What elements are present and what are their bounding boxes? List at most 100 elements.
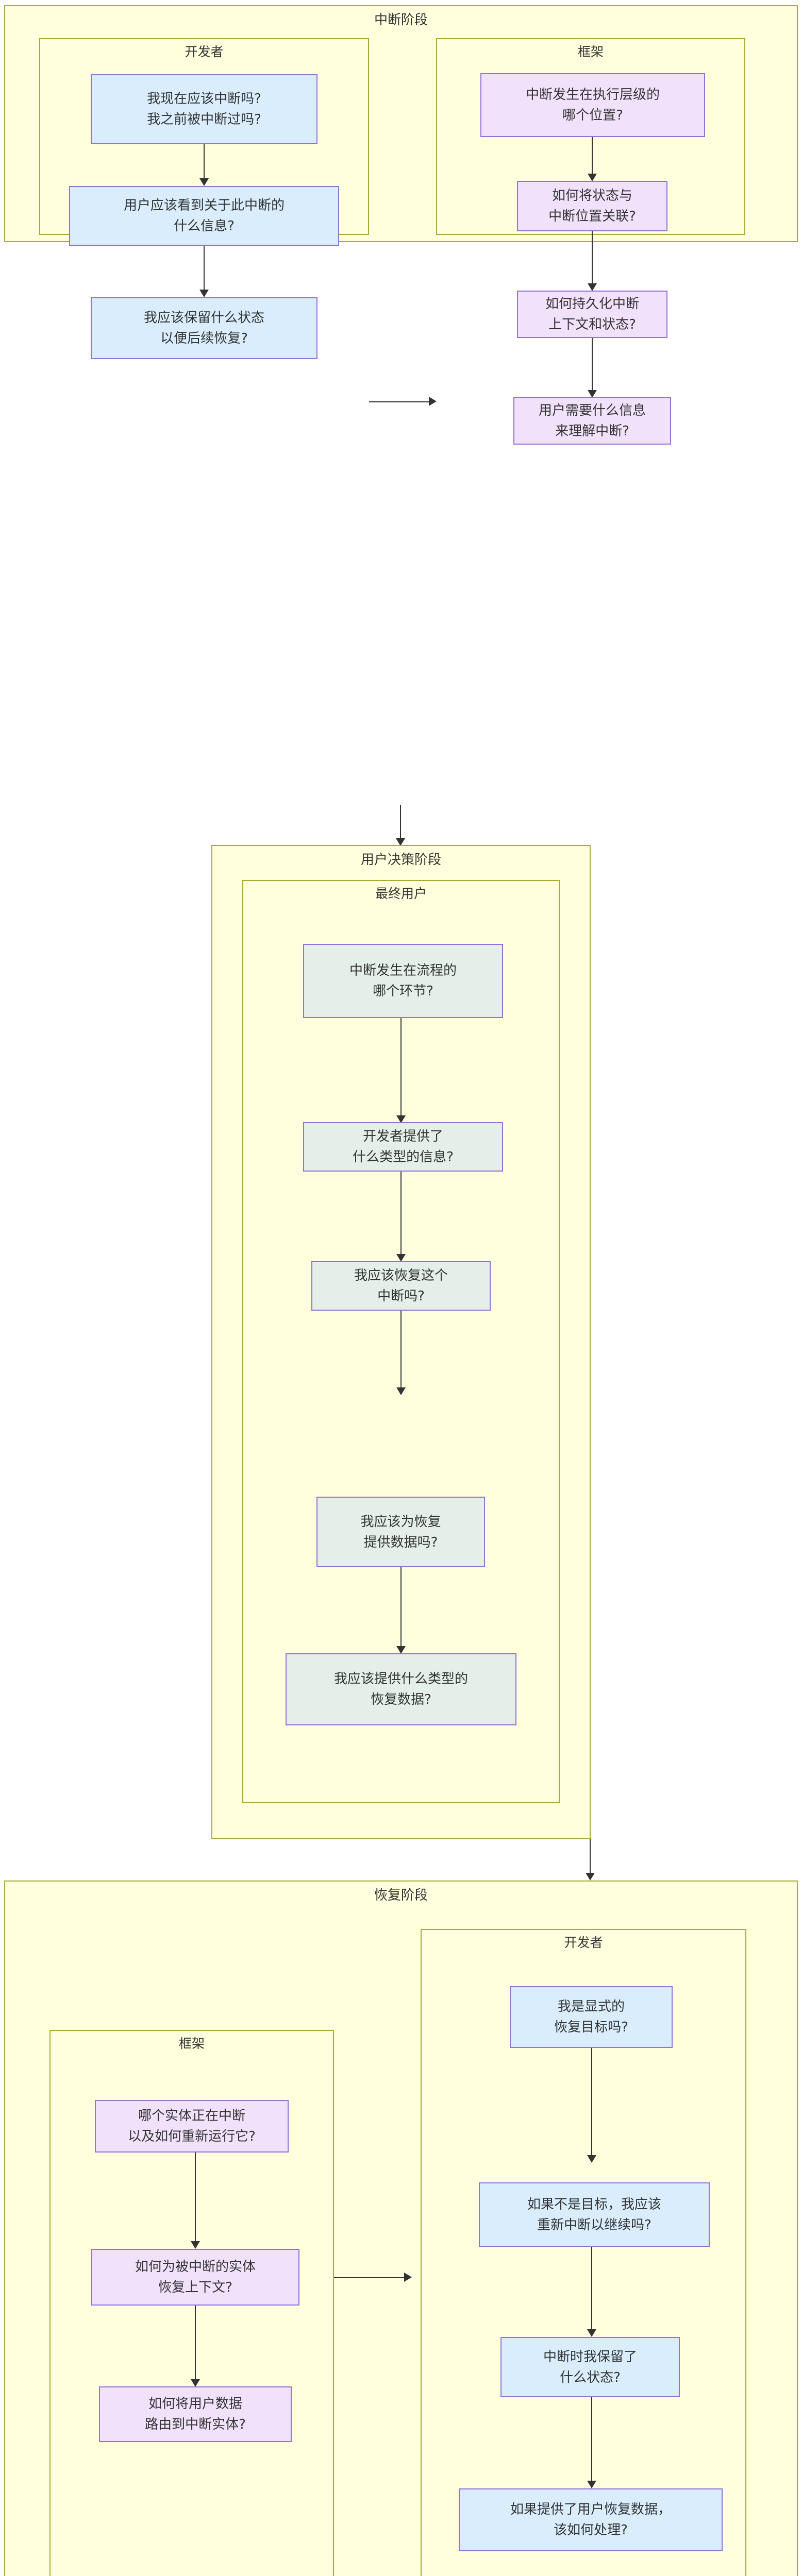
node-line: 开发者提供了 xyxy=(362,1129,443,1144)
node-text: 我是显式的 恢复目标吗? xyxy=(516,1996,666,2038)
phase-interrupt-title: 中断阶段 xyxy=(374,12,428,28)
node-dev-preserve-state[interactable]: 我应该保留什么状态 以便后续恢复? xyxy=(91,297,318,359)
node-user-which-step[interactable]: 中断发生在流程的 哪个环节? xyxy=(303,944,503,1018)
node-text: 我应该提供什么类型的 恢复数据? xyxy=(292,1669,510,1710)
group-framework-2-title: 框架 xyxy=(178,2036,205,2051)
node-user-info-type[interactable]: 开发者提供了 什么类型的信息? xyxy=(303,1122,503,1172)
edge-e3-e4-arrowhead xyxy=(587,2481,596,2488)
node-text: 中断发生在执行层级的 哪个位置? xyxy=(487,84,699,126)
edge-g1-g2-arrowhead xyxy=(191,2241,200,2249)
node-dev-explicit-target[interactable]: 我是显式的 恢复目标吗? xyxy=(510,1986,673,2048)
edge-u3-u4 xyxy=(400,1311,402,1391)
node-dev-should-interrupt[interactable]: 我现在应该中断吗? 我之前被中断过吗? xyxy=(91,74,318,144)
node-line: 该如何处理? xyxy=(554,2522,628,2538)
node-line: 什么类型的信息? xyxy=(353,1149,454,1165)
node-user-resume-decision[interactable]: 我应该恢复这个 中断吗? xyxy=(311,1261,491,1311)
edge-dev1-to-fw1-arrowhead xyxy=(429,397,437,406)
node-fw-restore-context[interactable]: 如何为被中断的实体 恢复上下文? xyxy=(91,2249,299,2306)
edge-phase2-phase3 xyxy=(590,1839,591,1876)
node-line: 中断吗? xyxy=(377,1289,425,1304)
node-text: 用户需要什么信息 来理解中断? xyxy=(520,400,665,442)
node-line: 用户需要什么信息 xyxy=(538,403,646,418)
node-line: 中断时我保留了 xyxy=(543,2349,637,2365)
node-line: 哪个位置? xyxy=(562,108,623,123)
phase-resume-title: 恢复阶段 xyxy=(374,1888,428,1903)
node-line: 如果不是目标，我应该 xyxy=(527,2196,661,2212)
node-line: 中断发生在流程的 xyxy=(349,963,457,978)
group-end-user-title: 最终用户 xyxy=(375,886,427,901)
node-text: 我现在应该中断吗? 我之前被中断过吗? xyxy=(97,89,311,130)
node-dev-handle-resume-data[interactable]: 如果提供了用户恢复数据， 该如何处理? xyxy=(459,2488,723,2551)
edge-f2-f3-arrowhead xyxy=(588,283,597,291)
node-line: 我应该保留什么状态 xyxy=(143,310,264,326)
node-line: 如果提供了用户恢复数据， xyxy=(510,2502,671,2517)
node-line: 以及如何重新运行它? xyxy=(128,2129,256,2144)
node-line: 用户应该看到关于此中断的 xyxy=(123,198,285,213)
node-line: 如何将状态与 xyxy=(552,188,632,204)
edge-f3-f4-arrowhead xyxy=(588,390,597,398)
edge-d1-d2-arrowhead xyxy=(199,178,209,186)
node-text: 我应该为恢复 提供数据吗? xyxy=(323,1512,479,1553)
group-framework-1-title: 框架 xyxy=(577,44,604,59)
edge-e2-e3 xyxy=(591,2247,592,2334)
edge-e1-e2-arrowhead xyxy=(587,2155,596,2163)
node-user-data-type[interactable]: 我应该提供什么类型的 恢复数据? xyxy=(286,1653,516,1725)
edge-u3-u4-arrowhead xyxy=(396,1387,406,1395)
node-line: 哪个实体正在中断 xyxy=(138,2108,245,2124)
node-line: 哪个环节? xyxy=(373,984,433,999)
node-text: 如何将状态与 中断位置关联? xyxy=(523,185,661,227)
node-text: 如何持久化中断 上下文和状态? xyxy=(523,294,661,335)
node-fw-route-user-data[interactable]: 如何将用户数据 路由到中断实体? xyxy=(99,2386,292,2442)
group-developer-2-title: 开发者 xyxy=(564,1935,603,1950)
node-line: 恢复目标吗? xyxy=(554,2020,628,2035)
node-fw-which-entity[interactable]: 哪个实体正在中断 以及如何重新运行它? xyxy=(95,2100,289,2153)
node-text: 如果提供了用户恢复数据， 该如何处理? xyxy=(465,2499,716,2540)
node-text: 如果不是目标，我应该 重新中断以继续吗? xyxy=(485,2194,704,2235)
node-text: 我应该保留什么状态 以便后续恢复? xyxy=(97,308,311,349)
node-line: 如何持久化中断 xyxy=(545,296,639,312)
node-line: 我之前被中断过吗? xyxy=(147,112,261,127)
edge-fw2-to-dev2 xyxy=(334,2277,406,2278)
node-line: 我现在应该中断吗? xyxy=(147,91,261,107)
edge-e2-e3-arrowhead xyxy=(587,2329,596,2337)
edge-d2-d3 xyxy=(204,246,205,294)
edge-f2-f3 xyxy=(592,231,593,287)
edge-e1-e2 xyxy=(591,2048,592,2159)
node-text: 我应该恢复这个 中断吗? xyxy=(318,1265,484,1307)
node-line: 中断发生在执行层级的 xyxy=(525,87,660,103)
node-line: 恢复上下文? xyxy=(158,2280,232,2295)
node-fw-interrupt-location[interactable]: 中断发生在执行层级的 哪个位置? xyxy=(480,73,705,137)
node-line: 我是显式的 xyxy=(557,1999,625,2014)
node-fw-persist-context[interactable]: 如何持久化中断 上下文和状态? xyxy=(517,291,667,338)
edge-u2-u3 xyxy=(400,1172,402,1258)
edge-u1-u2 xyxy=(400,1018,402,1119)
edge-fw2-to-dev2-arrowhead xyxy=(404,2273,412,2282)
node-line: 来理解中断? xyxy=(555,423,629,439)
node-fw-state-correlation[interactable]: 如何将状态与 中断位置关联? xyxy=(517,181,667,231)
edge-phase2-phase3-arrowhead xyxy=(586,1873,595,1880)
node-line: 什么信息? xyxy=(174,218,235,234)
node-line: 提供数据吗? xyxy=(363,1534,438,1550)
node-text: 中断时我保留了 什么状态? xyxy=(507,2347,674,2388)
node-line: 中断位置关联? xyxy=(548,209,636,224)
node-line: 我应该为恢复 xyxy=(360,1514,441,1530)
node-fw-user-understanding[interactable]: 用户需要什么信息 来理解中断? xyxy=(513,397,671,445)
edge-f1-f2 xyxy=(592,137,593,177)
group-developer-1-title: 开发者 xyxy=(185,44,224,59)
node-dev-saved-state[interactable]: 中断时我保留了 什么状态? xyxy=(500,2337,680,2397)
phase-user-decision-title: 用户决策阶段 xyxy=(360,852,441,868)
edge-phase1-phase2-arrowhead xyxy=(396,838,405,846)
node-line: 恢复数据? xyxy=(371,1692,431,1707)
node-line: 以便后续恢复? xyxy=(160,331,248,346)
node-dev-user-info[interactable]: 用户应该看到关于此中断的 什么信息? xyxy=(69,186,339,246)
node-line: 上下文和状态? xyxy=(548,317,636,332)
edge-f1-f2-arrowhead xyxy=(588,174,597,181)
edge-u4-u5-arrowhead xyxy=(396,1646,406,1654)
node-dev-reinterrupt[interactable]: 如果不是目标，我应该 重新中断以继续吗? xyxy=(479,2182,710,2247)
node-user-provide-data-box[interactable]: 我应该为恢复 提供数据吗? xyxy=(316,1497,485,1567)
node-line: 重新中断以继续吗? xyxy=(537,2217,651,2233)
node-line: 我应该提供什么类型的 xyxy=(333,1671,468,1687)
node-text: 哪个实体正在中断 以及如何重新运行它? xyxy=(101,2106,282,2147)
edge-g1-g2 xyxy=(195,2153,196,2245)
